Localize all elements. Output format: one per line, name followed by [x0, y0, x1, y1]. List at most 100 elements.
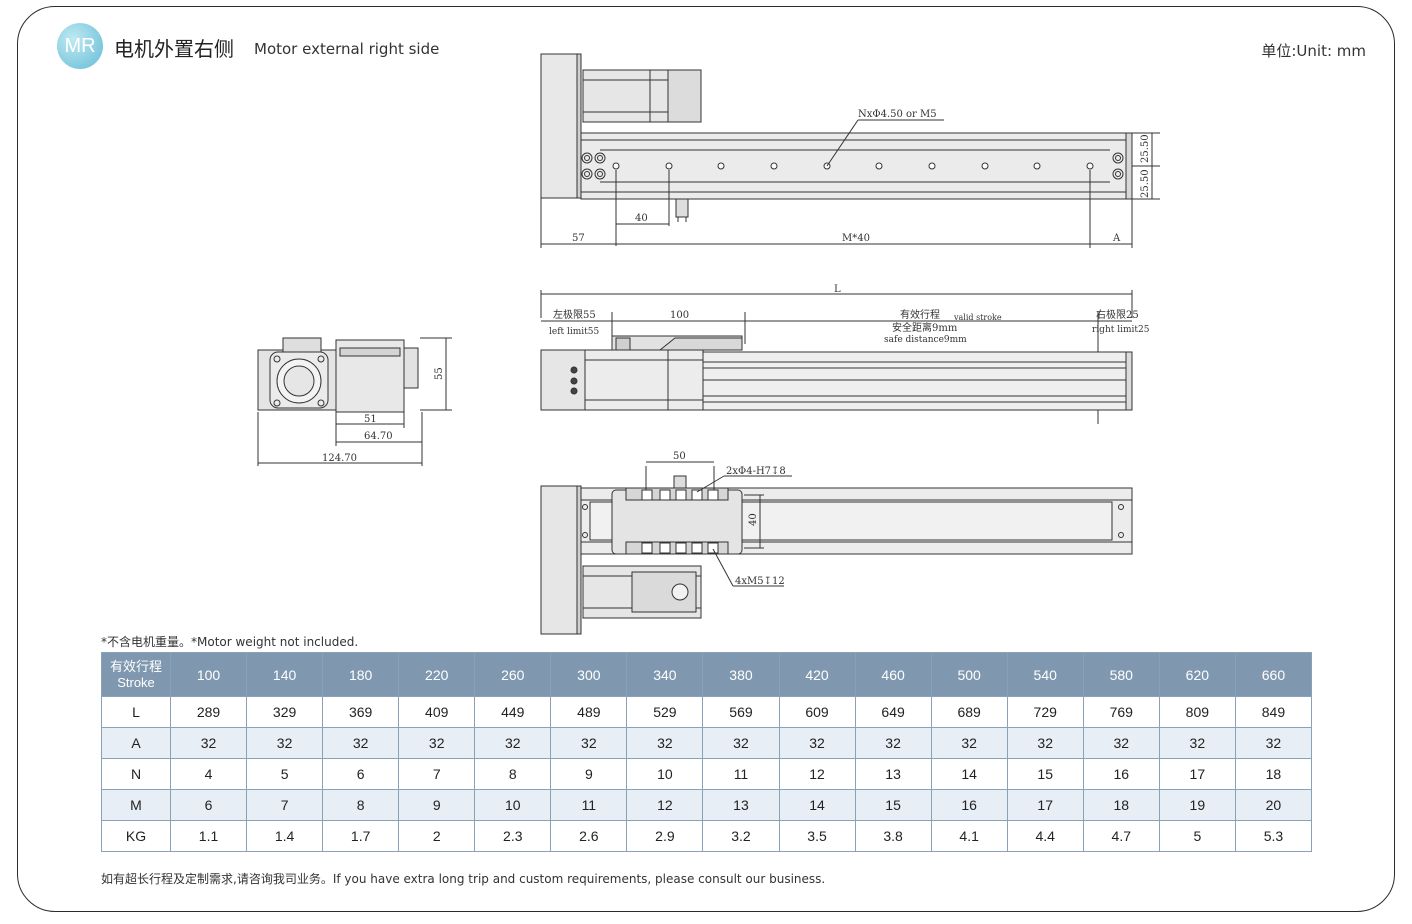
stroke-col: 420: [778, 652, 856, 697]
weight-note: *不含电机重量。*Motor weight not included.: [101, 635, 359, 649]
table-cell: 2.9: [626, 820, 704, 852]
table-cell: 12: [626, 789, 704, 821]
table-cell: 32: [550, 727, 628, 759]
table-cell: 13: [854, 758, 932, 790]
row-label: A: [101, 727, 171, 759]
table-cell: 32: [1234, 727, 1313, 759]
table-cell: 20: [1234, 789, 1313, 821]
table-cell: 32: [1158, 727, 1236, 759]
table-cell: 15: [854, 789, 932, 821]
table-cell: 289: [169, 696, 248, 728]
stroke-col: 380: [702, 652, 780, 697]
stroke-header-cn: 有效行程: [109, 658, 162, 674]
table-cell: 10: [626, 758, 704, 790]
row-label: M: [101, 789, 171, 821]
table-cell: 809: [1158, 696, 1236, 728]
table-cell: 1.7: [322, 820, 400, 852]
row-label: L: [101, 696, 171, 728]
footer-note: 如有超长行程及定制需求,请咨询我司业务。If you have extra lo…: [101, 872, 826, 886]
dim-51: 51: [364, 414, 377, 425]
table-cell: 8: [322, 789, 400, 821]
stroke-en: valid stroke: [953, 313, 1002, 322]
bottom-view: 50 2xΦ4-H7↧8 40 4xM5↧12: [540, 451, 1133, 635]
table-cell: 3.5: [778, 820, 856, 852]
table-cell: 609: [778, 696, 856, 728]
table-cell: 32: [1082, 727, 1160, 759]
page-title-en: Motor external right side: [254, 40, 440, 58]
stroke-col: 580: [1082, 652, 1160, 697]
stroke-col: 340: [626, 652, 704, 697]
table-cell: 329: [246, 696, 324, 728]
stroke-header-en: Stroke: [117, 674, 155, 690]
table-cell: 5: [246, 758, 324, 790]
table-cell: 4.1: [930, 820, 1008, 852]
table-cell: 569: [702, 696, 780, 728]
side-view: L 左极限55 left limit55 100 有效行程 valid stro…: [540, 284, 1150, 424]
table-cell: 369: [322, 696, 400, 728]
stroke-cn: 有效行程: [900, 308, 940, 321]
technical-drawing: NxΦ4.50 or M5 40 57 M*40 A 25.50 25.50 L…: [257, 53, 1160, 635]
table-cell: 3.8: [854, 820, 932, 852]
page-title-cn: 电机外置右侧: [114, 37, 234, 61]
table-cell: 32: [322, 727, 400, 759]
table-cell: 19: [1158, 789, 1236, 821]
right-limit-en: right limit25: [1092, 325, 1150, 335]
dim-2550-bottom: 25.50: [1140, 169, 1151, 198]
stroke-col: 180: [322, 652, 400, 697]
table-cell: 13: [702, 789, 780, 821]
left-limit-en: left limit55: [549, 327, 600, 337]
dim-40-top: 40: [635, 213, 648, 224]
stroke-col: 100: [169, 652, 248, 697]
dim-2550-top: 25.50: [1140, 134, 1151, 163]
table-cell: 11: [550, 789, 628, 821]
table-cell: 32: [702, 727, 780, 759]
row-label: KG: [101, 820, 171, 852]
row-label: N: [101, 758, 171, 790]
table-cell: 32: [854, 727, 932, 759]
table-cell: 18: [1082, 789, 1160, 821]
unit-label: 单位:Unit: mm: [1261, 42, 1366, 60]
table-cell: 15: [1006, 758, 1084, 790]
stroke-col: 540: [1006, 652, 1084, 697]
stroke-col: 140: [246, 652, 324, 697]
table-cell: 16: [1082, 758, 1160, 790]
table-cell: 1.1: [169, 820, 248, 852]
table-cell: 6: [169, 789, 248, 821]
table-cell: 2.3: [474, 820, 552, 852]
stroke-col: 500: [930, 652, 1008, 697]
table-cell: 17: [1158, 758, 1236, 790]
table-cell: 32: [246, 727, 324, 759]
table-cell: 32: [930, 727, 1008, 759]
table-cell: 17: [1006, 789, 1084, 821]
table-cell: 14: [930, 758, 1008, 790]
table-cell: 18: [1234, 758, 1313, 790]
stroke-col: 660: [1234, 652, 1313, 697]
table-cell: 14: [778, 789, 856, 821]
table-cell: 6: [322, 758, 400, 790]
table-cell: 32: [778, 727, 856, 759]
stroke-header: 有效行程 Stroke: [101, 652, 171, 697]
table-cell: 32: [398, 727, 476, 759]
right-limit-cn: 右极限25: [1096, 308, 1139, 321]
table-cell: 5: [1158, 820, 1236, 852]
table-cell: 409: [398, 696, 476, 728]
dim-l: L: [834, 284, 841, 295]
pin-note: 2xΦ4-H7↧8: [726, 466, 786, 477]
dim-124-70: 124.70: [322, 453, 357, 464]
table-cell: 8: [474, 758, 552, 790]
model-badge: MR: [57, 23, 103, 69]
thread-note: 4xM5↧12: [735, 576, 785, 587]
table-header-row: 有效行程 Stroke 100 140 180 220 260 300 340 …: [101, 652, 1313, 697]
stroke-col: 260: [474, 652, 552, 697]
table-cell: 2.6: [550, 820, 628, 852]
dim-m40: M*40: [842, 233, 870, 244]
table-cell: 4.4: [1006, 820, 1084, 852]
table-cell: 10: [474, 789, 552, 821]
stroke-col: 300: [550, 652, 628, 697]
top-view: NxΦ4.50 or M5 40 57 M*40 A 25.50 25.50: [540, 53, 1160, 248]
table-cell: 849: [1234, 696, 1313, 728]
table-cell: 2: [398, 820, 476, 852]
